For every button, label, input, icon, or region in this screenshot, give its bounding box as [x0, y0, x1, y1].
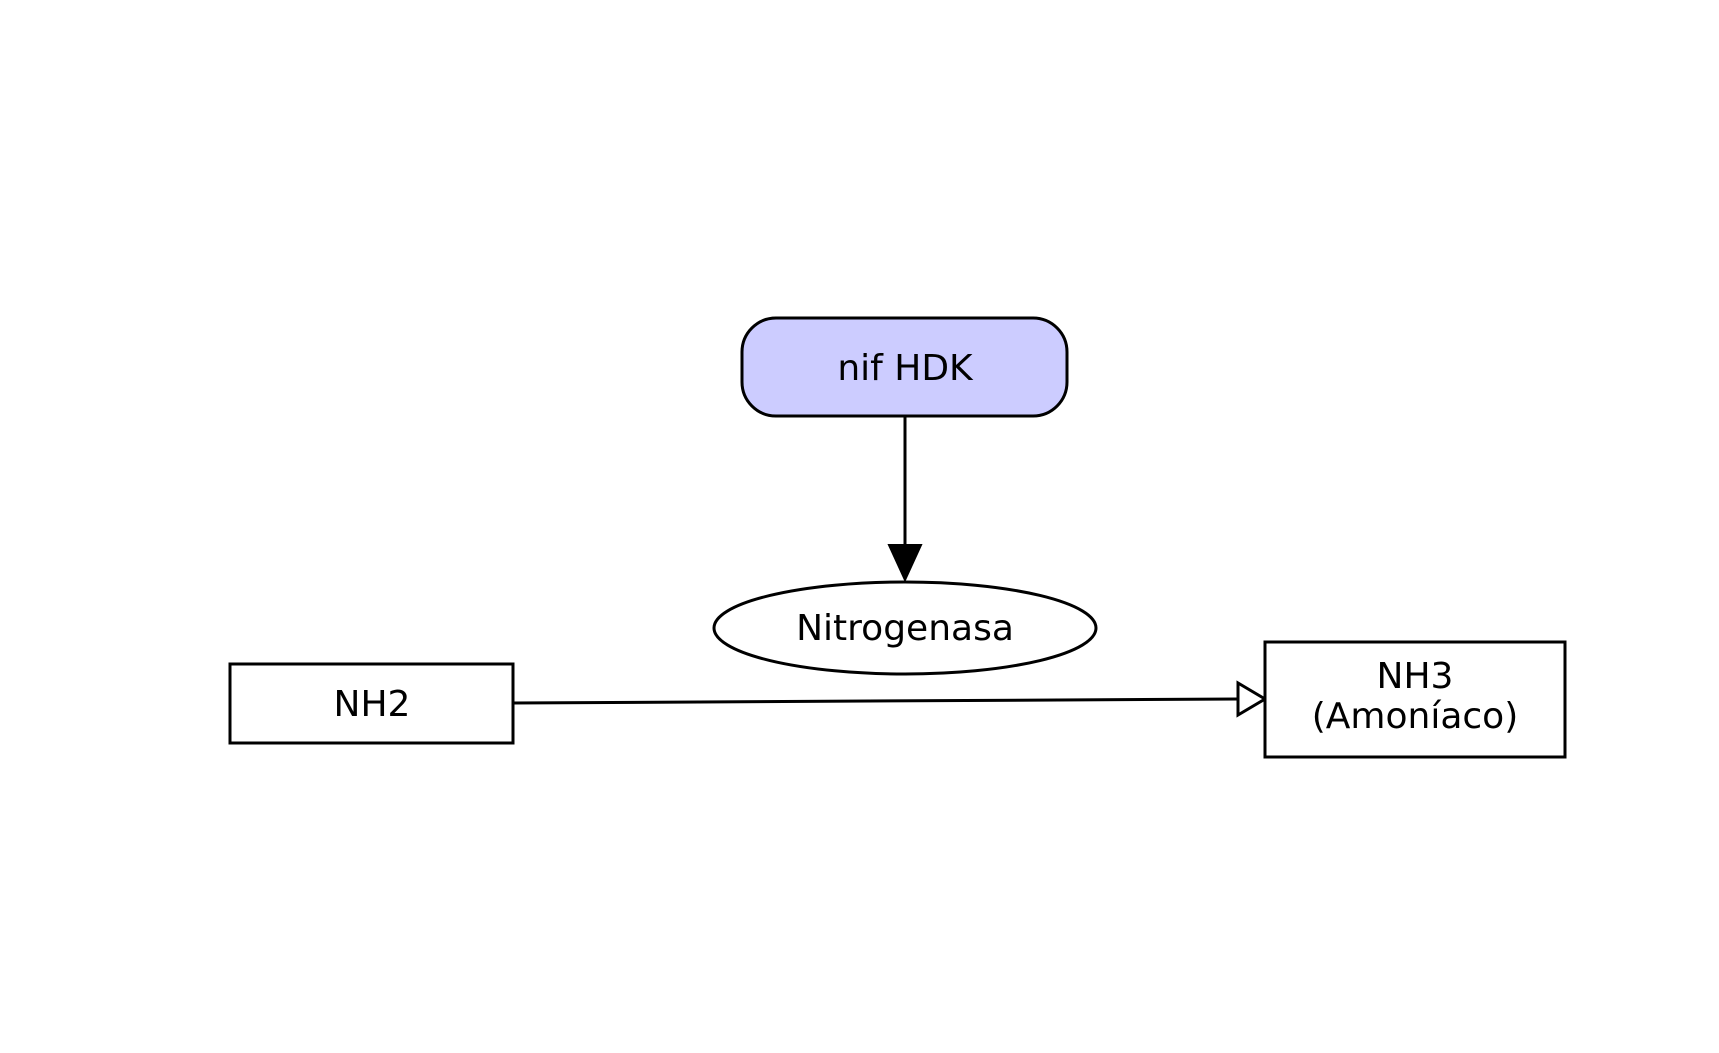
node-substrate[interactable]: NH2: [228, 662, 515, 745]
node-substrate-label: NH2: [334, 684, 411, 725]
node-enzyme-label: Nitrogenasa: [796, 608, 1014, 649]
node-product-label-line1: NH3: [1377, 656, 1454, 697]
node-gene-shape: [740, 316, 1069, 418]
open-arrowhead-icon: [1236, 680, 1268, 718]
node-enzyme-shape: [712, 580, 1098, 676]
node-substrate-shape: [228, 662, 515, 745]
node-product-label-line2: (Amoníaco): [1312, 696, 1519, 737]
node-gene-label: nif HDK: [837, 348, 974, 389]
node-enzyme[interactable]: Nitrogenasa: [712, 580, 1098, 676]
edge-substrate-to-product: [512, 680, 1268, 718]
node-product-shape: [1263, 640, 1567, 759]
node-product[interactable]: NH3 (Amoníaco): [1263, 640, 1567, 759]
edge-line: [512, 697, 1239, 705]
node-gene[interactable]: nif HDK: [740, 316, 1069, 418]
filled-arrowhead-icon: [887, 544, 923, 583]
edge-gene-to-enzyme: [887, 416, 923, 583]
